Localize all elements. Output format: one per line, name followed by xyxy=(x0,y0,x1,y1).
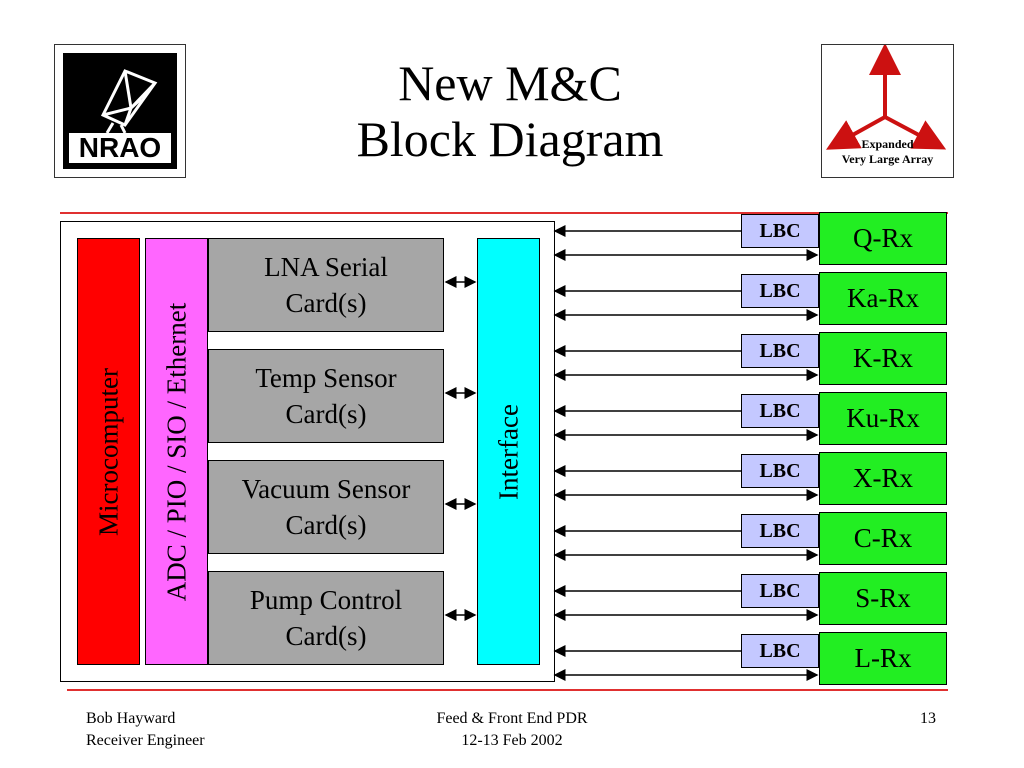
card-pump-control: Pump Control Card(s) xyxy=(208,571,444,665)
card-label-line-1: Vacuum Sensor xyxy=(241,474,411,504)
nrao-logo: NRAO xyxy=(54,44,186,178)
interface-label: Interface xyxy=(493,403,523,500)
lbc-block: LBC xyxy=(741,574,819,608)
page-title: New M&C Block Diagram xyxy=(260,55,760,167)
evla-arrows-icon xyxy=(826,45,947,150)
footer-event: Feed & Front End PDR xyxy=(436,710,588,727)
evla-logo-caption: Expanded Very Large Array xyxy=(841,137,934,166)
lbc-block: LBC xyxy=(741,394,819,428)
card-label-line-2: Card(s) xyxy=(285,399,367,429)
card-vacuum-sensor: Vacuum Sensor Card(s) xyxy=(208,460,444,554)
title-line-1: New M&C xyxy=(398,55,622,111)
lbc-block: LBC xyxy=(741,514,819,548)
card-label-line-2: Card(s) xyxy=(285,510,367,540)
card-label-line-1: Temp Sensor xyxy=(255,363,397,393)
evla-logo: Expanded Very Large Array xyxy=(821,44,954,178)
nrao-logo-graphic: NRAO xyxy=(63,53,177,169)
footer-center: Feed & Front End PDR 12-13 Feb 2002 xyxy=(362,708,662,752)
lbc-block: LBC xyxy=(741,274,819,308)
title-line-2: Block Diagram xyxy=(356,111,664,167)
nrao-logo-text: NRAO xyxy=(79,132,161,163)
receiver-block: K-Rx xyxy=(819,332,947,385)
receiver-block: X-Rx xyxy=(819,452,947,505)
interface-block: Interface xyxy=(477,238,540,665)
adc-bus-label: ADC / PIO / SIO / Ethernet xyxy=(161,302,191,601)
receiver-block: L-Rx xyxy=(819,632,947,685)
top-divider xyxy=(60,212,948,214)
card-label-line-2: Card(s) xyxy=(285,621,367,651)
lbc-block: LBC xyxy=(741,454,819,488)
microcomputer-block: Microcomputer xyxy=(77,238,140,665)
card-label-line-2: Card(s) xyxy=(285,288,367,318)
footer-author: Bob Hayward xyxy=(86,710,176,727)
footer-dates: 12-13 Feb 2002 xyxy=(461,732,563,749)
receiver-block: C-Rx xyxy=(819,512,947,565)
receiver-block: Q-Rx xyxy=(819,212,947,265)
card-label-line-1: Pump Control xyxy=(249,585,403,615)
receiver-block: Ka-Rx xyxy=(819,272,947,325)
footer-role: Receiver Engineer xyxy=(86,732,205,749)
receiver-block: S-Rx xyxy=(819,572,947,625)
card-lna-serial: LNA Serial Card(s) xyxy=(208,238,444,332)
lbc-block: LBC xyxy=(741,634,819,668)
page-number: 13 xyxy=(920,710,936,727)
microcomputer-label: Microcomputer xyxy=(93,367,123,536)
adc-bus-block: ADC / PIO / SIO / Ethernet xyxy=(145,238,208,665)
lbc-block: LBC xyxy=(741,214,819,248)
card-temp-sensor: Temp Sensor Card(s) xyxy=(208,349,444,443)
footer-left: Bob Hayward Receiver Engineer xyxy=(86,708,346,752)
card-label-line-1: LNA Serial xyxy=(264,252,388,282)
receiver-block: Ku-Rx xyxy=(819,392,947,445)
bottom-divider xyxy=(67,689,948,691)
lbc-block: LBC xyxy=(741,334,819,368)
